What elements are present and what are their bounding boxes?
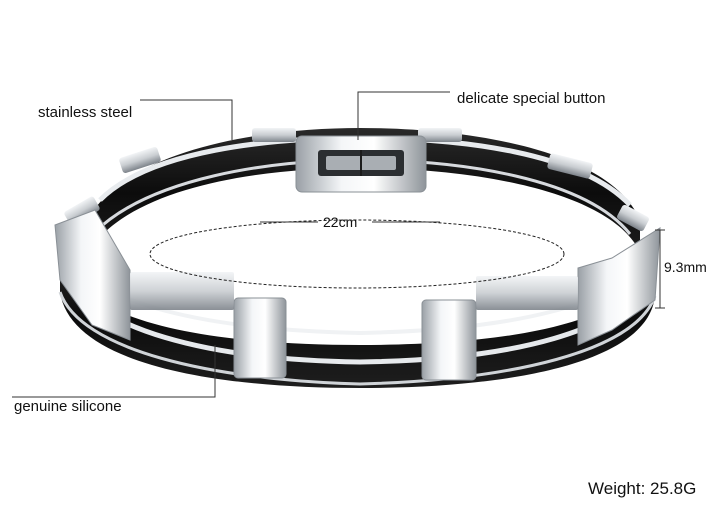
bracelet-front-links	[54, 209, 661, 381]
callout-genuine-silicone: genuine silicone	[14, 398, 122, 415]
callout-line-steel	[140, 99, 233, 140]
weight-label: Weight: 25.8G	[588, 479, 697, 498]
bracelet-front-band	[58, 247, 657, 388]
callout-special-button: delicate special button	[457, 90, 606, 107]
circumference-label: 22cm	[323, 214, 358, 230]
width-label: 9.3mm	[664, 259, 707, 275]
clasp-button	[295, 135, 427, 193]
callout-stainless-steel: stainless steel	[38, 104, 133, 121]
callout-lines	[12, 91, 665, 398]
circumference-guide	[149, 219, 565, 289]
callout-line-silicone	[12, 345, 216, 398]
callout-line-button	[357, 91, 450, 140]
